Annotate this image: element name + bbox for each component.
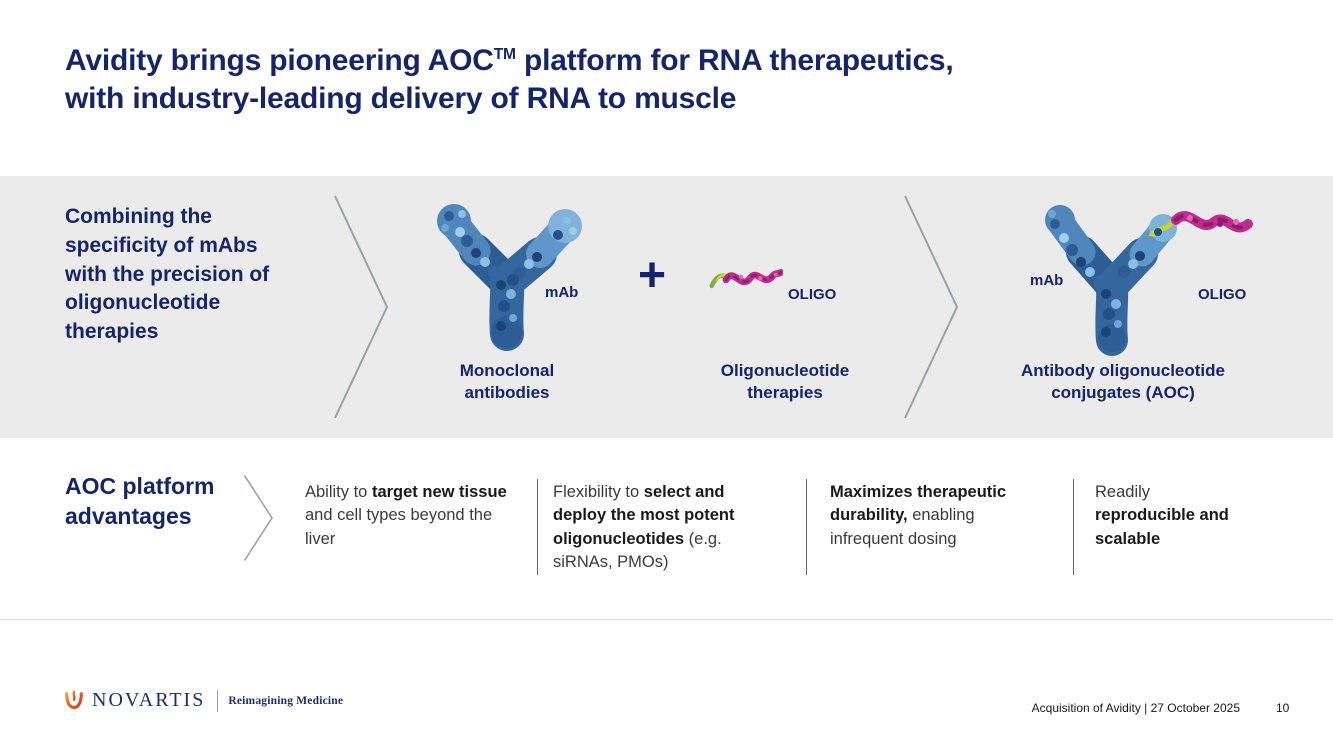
title-line2: with industry-leading delivery of RNA to… xyxy=(65,82,737,116)
advantage-text-bold: reproducible and scalable xyxy=(1095,506,1229,548)
column-divider xyxy=(806,479,807,575)
chevron-right-icon xyxy=(903,194,961,425)
band-intro-text: Combining the specificity of mAbs with t… xyxy=(65,205,270,344)
antibody-illustration xyxy=(437,204,582,351)
advantage-text-bold: target new tissue xyxy=(371,483,507,501)
aoc-figure: mAb OLIGO xyxy=(1000,172,1260,357)
advantage-item: Ability to target new tissue and cell ty… xyxy=(305,481,515,551)
mab-caption: Monoclonal antibodies xyxy=(459,361,555,403)
advantage-text-bold: select and deploy the most potent oligon… xyxy=(553,483,735,548)
column-divider xyxy=(1073,479,1074,575)
plus-sign: + xyxy=(638,249,667,302)
page-number: 10 xyxy=(1276,701,1290,715)
advantage-item: Readily reproducible and scalable xyxy=(1095,481,1245,551)
aoc-mab-label: mAb xyxy=(1030,272,1064,289)
footer-meta-text: Acquisition of Avidity | 27 October 2025 xyxy=(1031,701,1240,715)
advantage-text: Flexibility to xyxy=(553,483,644,501)
advantage-text: enabling infrequent dosing xyxy=(830,506,975,548)
oligo-figure: OLIGO xyxy=(708,260,858,310)
aoc-oligo-label: OLIGO xyxy=(1198,286,1247,303)
trademark-sup: TM xyxy=(493,46,516,63)
title-text: Avidity brings pioneering AOC xyxy=(65,44,494,77)
oligo-caption: Oligonucleotide therapies xyxy=(720,361,850,403)
advantage-text: and cell types beyond the liver xyxy=(305,506,493,548)
page-title: Avidity brings pioneering AOCTM platform… xyxy=(65,42,1205,118)
mab-figure: mAb xyxy=(415,188,600,353)
oligo-label: OLIGO xyxy=(788,286,837,303)
title-text: platform for RNA therapeutics, xyxy=(515,44,954,77)
chevron-right-icon xyxy=(333,194,391,425)
chevron-right-icon xyxy=(243,474,275,567)
advantages-heading: AOC platform advantages xyxy=(65,473,215,529)
novartis-logo: NOVARTIS Reimagining Medicine xyxy=(63,689,343,712)
oligo-illustration xyxy=(709,269,785,289)
advantage-item: Flexibility to select and deploy the mos… xyxy=(553,481,781,575)
brand-tagline: Reimagining Medicine xyxy=(228,694,344,707)
advantage-text-bold: Maximizes therapeutic durability, xyxy=(830,483,1007,525)
novartis-flame-icon xyxy=(65,690,83,709)
brand-wordmark: NOVARTIS xyxy=(92,689,206,711)
aoc-caption: Antibody oligonucleotide conjugates (AOC… xyxy=(1021,361,1225,403)
column-divider xyxy=(537,479,538,575)
advantage-item: Maximizes therapeutic durability, enabli… xyxy=(830,481,1048,551)
advantage-text: (e.g. siRNAs, PMOs) xyxy=(553,529,722,572)
aoc-illustration xyxy=(1045,205,1253,356)
mab-label: mAb xyxy=(545,284,579,301)
footer-divider-line xyxy=(0,619,1333,620)
footer-logo-divider xyxy=(217,689,219,712)
advantage-text: Readily xyxy=(1095,483,1151,501)
advantage-text: Ability to xyxy=(305,483,372,501)
